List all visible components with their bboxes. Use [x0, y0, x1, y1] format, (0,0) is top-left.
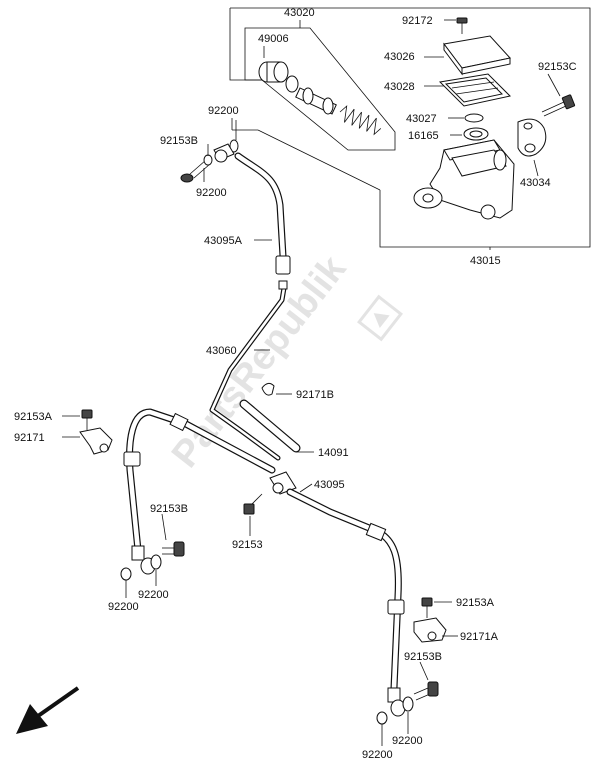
master-cylinder-43015: [413, 139, 515, 220]
label-92171a: 92171A: [460, 631, 499, 643]
washers-92200-top: [203, 139, 239, 166]
label-92172: 92172: [402, 15, 433, 27]
label-92200-left2: 92200: [108, 601, 139, 613]
label-92200-bot1: 92200: [392, 735, 423, 747]
label-92171b: 92171B: [296, 389, 334, 401]
label-43060: 43060: [206, 345, 237, 357]
label-92200-left1: 92200: [138, 589, 169, 601]
label-92200-bot2: 92200: [362, 749, 393, 761]
label-92153c: 92153C: [538, 61, 577, 73]
bolt-92153a-left: [81, 409, 93, 430]
label-43095: 43095: [314, 479, 345, 491]
label-92171: 92171: [14, 432, 45, 444]
ring-43027: [464, 113, 484, 123]
label-43034: 43034: [520, 177, 551, 189]
bolt-92153c: [541, 94, 576, 117]
piston-assembly: [295, 87, 337, 115]
label-43015: 43015: [470, 255, 501, 267]
label-92153b-right: 92153B: [404, 651, 442, 663]
plate-43028: [438, 73, 512, 107]
label-92200-top: 92200: [208, 105, 239, 117]
joint-block: [269, 471, 297, 495]
leader-lines-top: [263, 19, 561, 250]
bracket-92171: [79, 427, 113, 455]
label-43027: 43027: [406, 113, 437, 125]
label-49006: 49006: [258, 33, 289, 45]
label-92153b-top: 92153B: [160, 135, 198, 147]
label-43095a: 43095A: [204, 235, 243, 247]
snap-ring: [285, 75, 299, 93]
banjo-bolt-92153b-top: [180, 159, 211, 183]
clamp-43034: [517, 118, 547, 157]
label-43020: 43020: [284, 7, 315, 19]
screw-92172: [456, 17, 468, 34]
grommet-14091: [239, 399, 301, 453]
return-spring: [339, 105, 382, 136]
label-92153a-right: 92153A: [456, 597, 495, 609]
label-92153: 92153: [232, 539, 263, 551]
bolt-92153: [243, 493, 263, 515]
bolt-92153a-right: [421, 597, 433, 618]
master-cylinder-assembly: [229, 7, 591, 248]
label-16165: 16165: [408, 130, 439, 142]
direction-arrow: [16, 686, 80, 734]
banjo-right-bottom: [376, 696, 414, 725]
label-14091: 14091: [318, 447, 349, 459]
banjo-bolt-92153b-left: [162, 541, 185, 557]
label-92153a-left: 92153A: [14, 411, 53, 423]
hose-43095a: [234, 152, 291, 275]
pipe-43060: [209, 280, 288, 461]
piston-cup-49006: [258, 61, 289, 83]
watermark-logo: [357, 294, 403, 342]
banjo-bolt-92153b-right: [413, 681, 439, 701]
label-92200-top2: 92200: [196, 187, 227, 199]
label-43028: 43028: [384, 81, 415, 93]
cap-43026: [443, 35, 511, 76]
label-92153b-left: 92153B: [150, 503, 188, 515]
clip-92171b: [261, 382, 275, 396]
hose-left: [123, 408, 276, 561]
part-labels: 43020 92172 49006 43026 92153C 43028 922…: [14, 7, 577, 761]
fitting-top: [213, 143, 235, 163]
banjo-left-bottom: [120, 554, 162, 581]
label-43026: 43026: [384, 51, 415, 63]
bracket-92171a: [413, 617, 447, 643]
leader-lines-lower: [62, 120, 458, 746]
hose-43095: [286, 488, 405, 703]
